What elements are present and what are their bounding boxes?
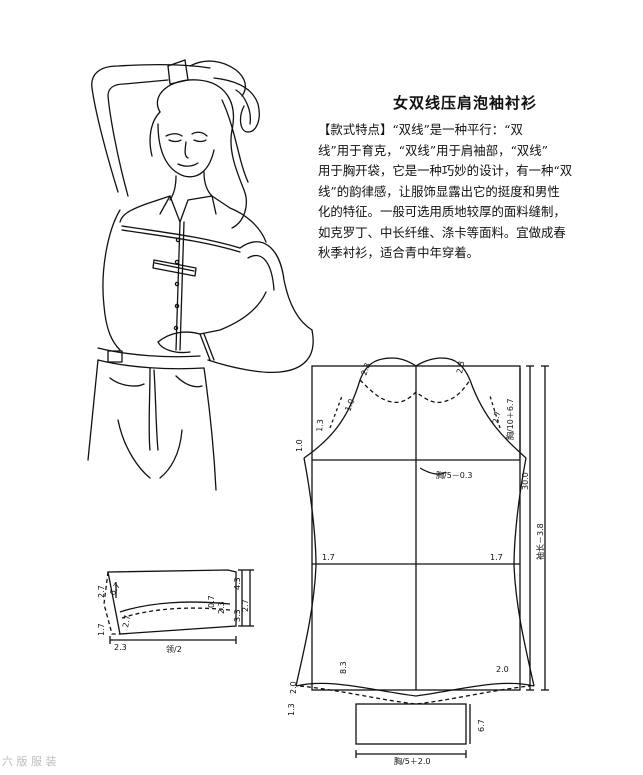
description-line: 秋季衬衫，适合青中年穿着。: [318, 245, 480, 260]
page-title: 女双线压肩泡袖衬衫: [392, 94, 537, 112]
sleeve-hem-curve: [295, 682, 535, 697]
description-line: 如克罗丁、中长纤维、涤卡等面料。宜做成春: [318, 224, 566, 240]
label-seam-right: 1.7: [490, 553, 503, 562]
label-left-top: 2.7: [97, 585, 106, 598]
label-hem-left-corner: 2.0: [289, 681, 298, 694]
label-cuff-formula: 胸/5－0.3: [436, 470, 473, 480]
sleeve-pattern-labels: 2.3 2.3 1.0 1.3 1.0 2.7 胸/10＋6.7 30.0 袖长…: [287, 360, 545, 766]
label-left-bottom: 1.7: [97, 623, 106, 636]
description-line: 【款式特点】“双线”是一种平行：“双: [318, 122, 523, 137]
cuff-detail-curve: [119, 601, 231, 613]
cuff-detail-pattern: [103, 569, 254, 644]
label-right-5: 2.7: [241, 599, 250, 612]
watermark: 六 版 服 装: [2, 755, 57, 768]
description-line: 线”用于育克，“双线”用于肩袖部，“双线”: [318, 142, 548, 158]
label-seam-left: 1.7: [322, 553, 335, 562]
label-right-3: 4.3: [233, 577, 242, 590]
label-cap-right: 2.3: [455, 360, 466, 374]
sleeve-pattern: [295, 357, 549, 758]
cuff-detail-outline: [107, 569, 237, 635]
label-length-formula: 袖长－3.8: [535, 523, 545, 560]
cuff-piece: [355, 703, 467, 745]
label-bottom-left: 1.3: [287, 703, 296, 716]
label-hem-mid: 8.3: [339, 661, 348, 674]
label-cap-left-mid: 1.0: [343, 398, 356, 413]
label-cuff-width-formula: 胸/5＋2.0: [394, 756, 431, 766]
label-curve-mid: 2.7: [121, 614, 132, 628]
label-curve-left: 1.3: [315, 419, 325, 432]
description-line: 线”的韵律感，让服饰显露出它的挺度和男性: [318, 183, 560, 199]
label-right-2: 2.3: [217, 601, 226, 614]
left-underarm-seam: [295, 457, 317, 687]
right-underarm-seam: [513, 457, 535, 687]
label-right-1: 0.7: [207, 595, 216, 608]
label-hem-left: 1.0: [295, 439, 304, 452]
label-cap-height-formula: 胸/10＋6.7: [505, 398, 515, 440]
label-right-4: 3.3: [233, 609, 242, 622]
sleeve-cap-curve: [303, 357, 527, 459]
label-length-value: 30.0: [521, 472, 530, 490]
style-description: 【款式特点】“双线”是一种平行：“双 线”用于育克，“双线”用于肩袖部，“双线”…: [318, 120, 614, 264]
label-curve-right: 2.7: [491, 410, 502, 424]
description-line: 用于胸开袋，它是一种巧妙的设计，有一种“双: [318, 163, 573, 178]
label-hem-right-corner: 2.0: [496, 665, 509, 674]
label-bottom-left: 2.3: [114, 643, 127, 652]
label-cuff-height: 6.7: [477, 719, 486, 732]
description-line: 化的特征。一般可选用质地较厚的面料缝制，: [318, 204, 566, 219]
model-illustration: [87, 59, 314, 491]
cuff-detail-labels: 2.7 6.7 1.7 2.3 2.7 领/2 0.7 2.3 4.3 3.3 …: [97, 577, 250, 654]
label-width-formula: 领/2: [166, 644, 182, 654]
label-cap-left: 2.3: [359, 362, 372, 377]
